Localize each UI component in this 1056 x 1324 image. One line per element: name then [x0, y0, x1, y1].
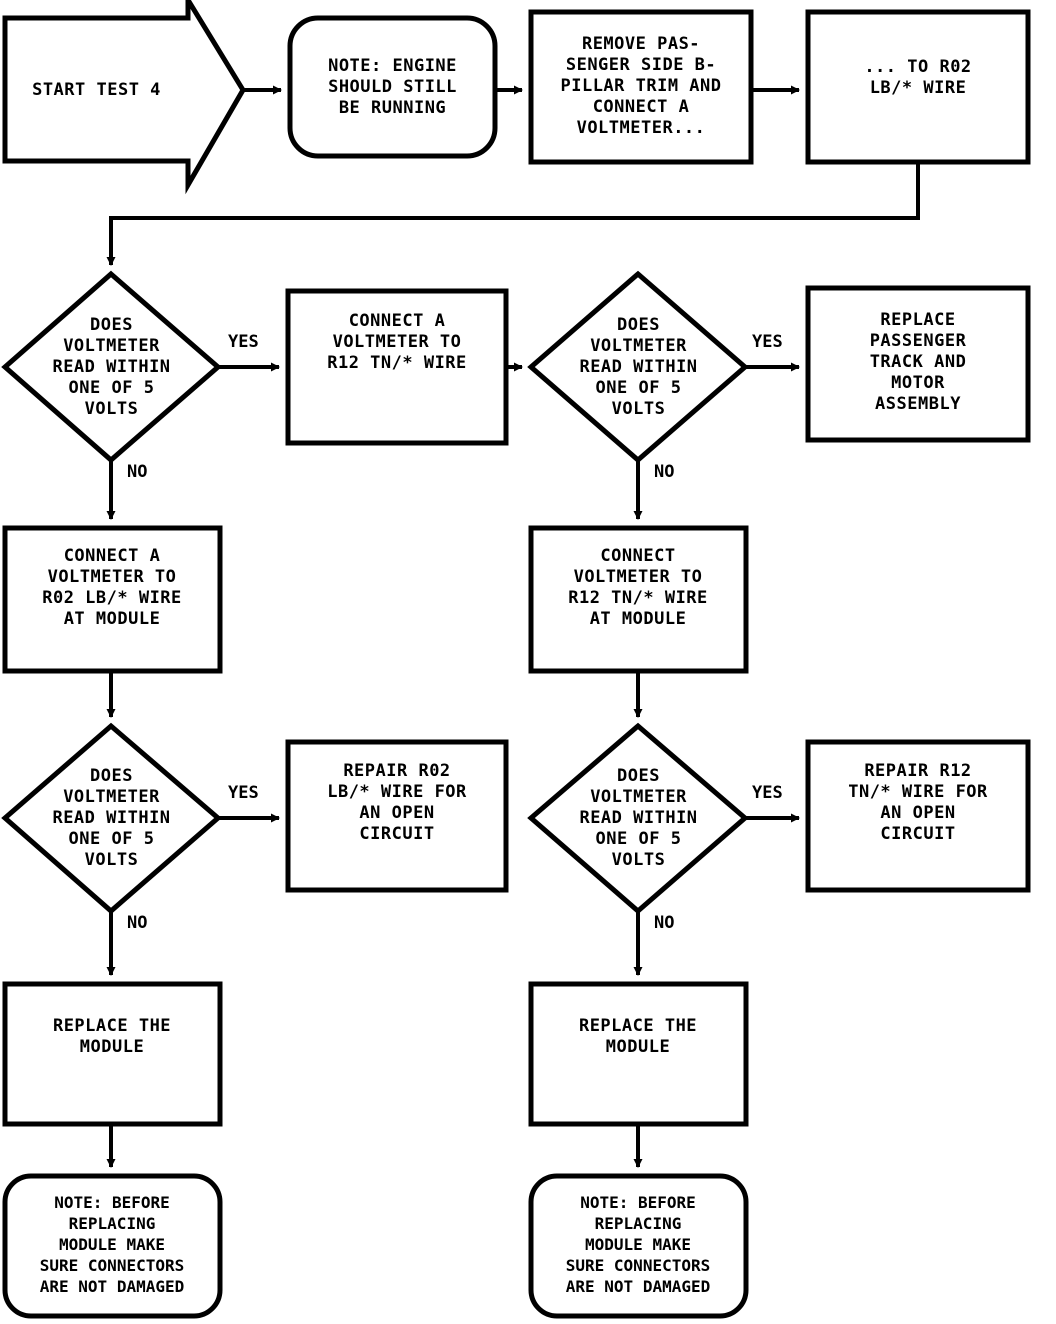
edge-label-yes-2: YES	[752, 332, 783, 352]
edge-label-yes-4: YES	[752, 783, 783, 803]
edge-label-no-3: NO	[127, 913, 148, 933]
shape-repair-r02[interactable]	[285, 739, 509, 893]
edge-label-yes-3: YES	[228, 783, 259, 803]
shape-note-right[interactable]	[528, 1173, 749, 1319]
shape-connect-r12[interactable]	[285, 288, 509, 446]
shape-connect-r02-module[interactable]	[2, 525, 223, 674]
shape-replace-module-right[interactable]	[528, 981, 749, 1127]
shape-decision-2[interactable]	[527, 270, 749, 464]
shape-replace-track[interactable]	[805, 285, 1031, 443]
shape-decision-4[interactable]	[527, 722, 749, 915]
shape-connect-r12-module[interactable]	[528, 525, 749, 674]
edge-label-yes-1: YES	[228, 332, 259, 352]
edge-label-no-4: NO	[654, 913, 675, 933]
shape-note-left[interactable]	[2, 1173, 223, 1319]
shape-note-engine[interactable]	[287, 15, 498, 159]
edge-label-no-1: NO	[127, 462, 148, 482]
shape-replace-module-left[interactable]	[2, 981, 223, 1127]
edge-label-no-2: NO	[654, 462, 675, 482]
shape-repair-r12[interactable]	[805, 739, 1031, 893]
shape-start[interactable]	[2, 0, 246, 195]
shape-decision-3[interactable]	[1, 722, 222, 915]
shape-to-r02[interactable]	[805, 9, 1031, 165]
connector-tor02-to-decision1	[106, 162, 920, 266]
shape-remove-trim[interactable]	[528, 9, 754, 165]
shape-decision-1[interactable]	[1, 270, 222, 464]
